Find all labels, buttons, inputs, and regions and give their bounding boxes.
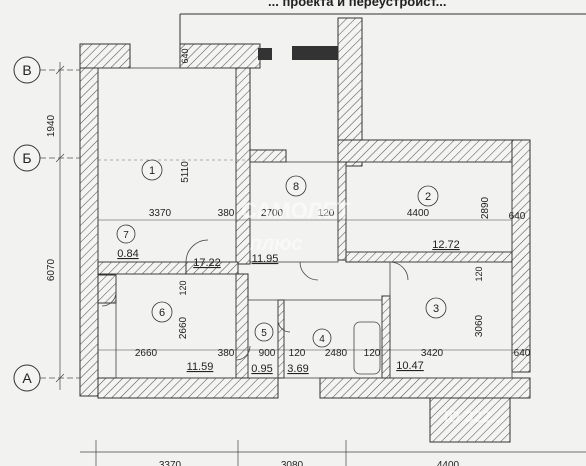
axis-label-middle: Б — [22, 150, 31, 166]
dim-room1-wall: 380 — [218, 208, 235, 219]
room-number: 3 — [433, 303, 439, 315]
dim-left-lower: 6070 — [46, 258, 57, 281]
dim-room6-wall-upper: 120 — [178, 280, 188, 295]
room-area: 0.95 — [251, 363, 272, 375]
dim-room8-width: 2700 — [261, 208, 284, 219]
room-number: 7 — [123, 230, 129, 241]
watermark-bottom: плюс — [250, 233, 303, 255]
dim-room1-width: 3370 — [149, 208, 172, 219]
axis-markers: В Б А — [13, 56, 41, 392]
axis-label-top: В — [22, 62, 31, 78]
room-number: 4 — [319, 334, 325, 345]
room-number: 1 — [149, 165, 155, 177]
room-area: 11.59 — [187, 361, 214, 373]
watermark-top: САМОЛЕТ — [241, 198, 351, 223]
dim-room1-height: 5110 — [180, 161, 191, 183]
axis-label-bottom: А — [22, 370, 32, 386]
dim-bottom-middle: 3080 — [281, 460, 304, 466]
header-text: ... проекта и переустройст... — [268, 0, 446, 9]
dim-room3-height: 3060 — [474, 314, 485, 337]
room-area: 3.69 — [287, 363, 308, 375]
walls — [79, 17, 531, 443]
dim-room6-wall-right: 380 — [218, 348, 235, 359]
dim-room3-wall-right: 640 — [514, 348, 531, 359]
room-area: 17.22 — [193, 257, 221, 269]
dim-bottom-right: 4400 — [437, 460, 460, 466]
room-labels: 1 17.22 2 12.72 3 10.47 4 3.69 5 0.95 6 … — [116, 159, 460, 375]
dim-room6-width: 2660 — [135, 348, 158, 359]
dim-room2-height: 2890 — [480, 196, 491, 219]
dim-room8-wall: 120 — [318, 208, 335, 219]
dim-bottom-left: 3370 — [159, 460, 182, 466]
dim-room4-width: 2480 — [325, 348, 348, 359]
dim-room4-wall: 120 — [289, 348, 306, 359]
room-number: 2 — [425, 191, 431, 203]
watermark-corner: ID 322... — [444, 409, 504, 426]
dim-room3-width: 3420 — [421, 348, 444, 359]
dim-top-wall: 640 — [180, 48, 190, 63]
room-area: 11.95 — [252, 253, 279, 265]
dim-left-upper: 1940 — [46, 114, 57, 137]
dim-room2-width: 4400 — [407, 208, 430, 219]
dim-room2-wall: 640 — [509, 211, 526, 222]
room-number: 6 — [159, 307, 165, 319]
dim-room3-wall-left: 120 — [364, 348, 381, 359]
dim-room6-height: 2660 — [178, 316, 189, 339]
room-number: 8 — [293, 181, 299, 193]
room-number: 5 — [261, 328, 267, 339]
room-area: 10.47 — [396, 360, 424, 372]
room-area: 12.72 — [432, 239, 460, 251]
dim-room3-wall-top: 120 — [474, 266, 484, 281]
room-area: 0.84 — [117, 248, 138, 260]
dim-room5-width: 900 — [259, 348, 276, 359]
